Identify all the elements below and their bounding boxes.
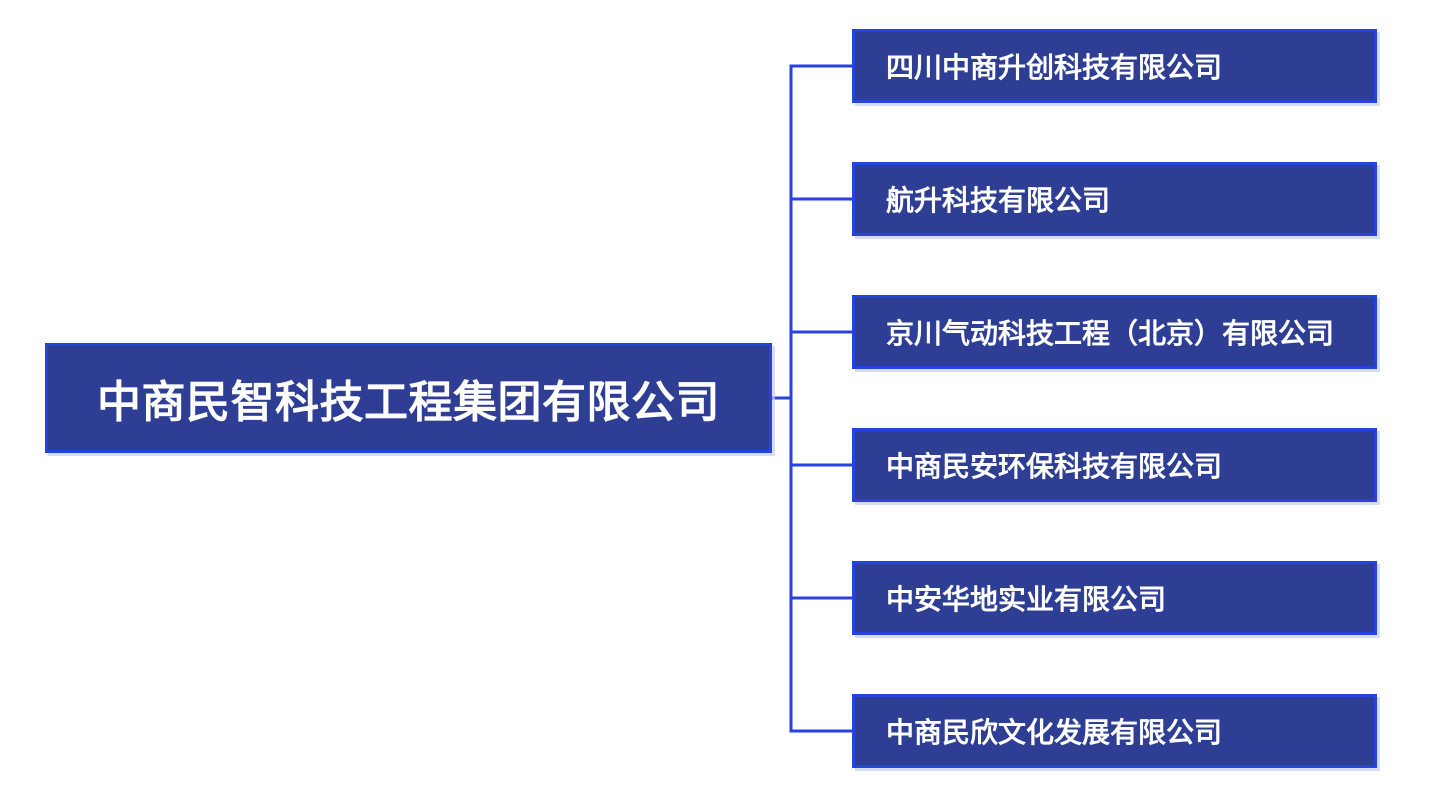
child-company-node: 中商民欣文化发展有限公司 xyxy=(852,694,1377,768)
child-company-node: 中商民安环保科技有限公司 xyxy=(852,428,1377,502)
child-company-node: 京川气动科技工程（北京）有限公司 xyxy=(852,295,1377,369)
child-company-node: 中安华地实业有限公司 xyxy=(852,561,1377,635)
child-company-node: 航升科技有限公司 xyxy=(852,162,1377,236)
parent-company-node: 中商民智科技工程集团有限公司 xyxy=(45,343,772,453)
child-company-label: 中商民安环保科技有限公司 xyxy=(886,451,1223,482)
parent-company-label: 中商民智科技工程集团有限公司 xyxy=(97,378,720,427)
child-company-label: 四川中商升创科技有限公司 xyxy=(886,52,1223,83)
child-company-label: 京川气动科技工程（北京）有限公司 xyxy=(886,318,1335,349)
child-company-label: 中商民欣文化发展有限公司 xyxy=(886,717,1223,748)
child-company-node: 四川中商升创科技有限公司 xyxy=(852,29,1377,103)
child-company-label: 航升科技有限公司 xyxy=(886,185,1111,216)
child-company-label: 中安华地实业有限公司 xyxy=(886,584,1167,615)
